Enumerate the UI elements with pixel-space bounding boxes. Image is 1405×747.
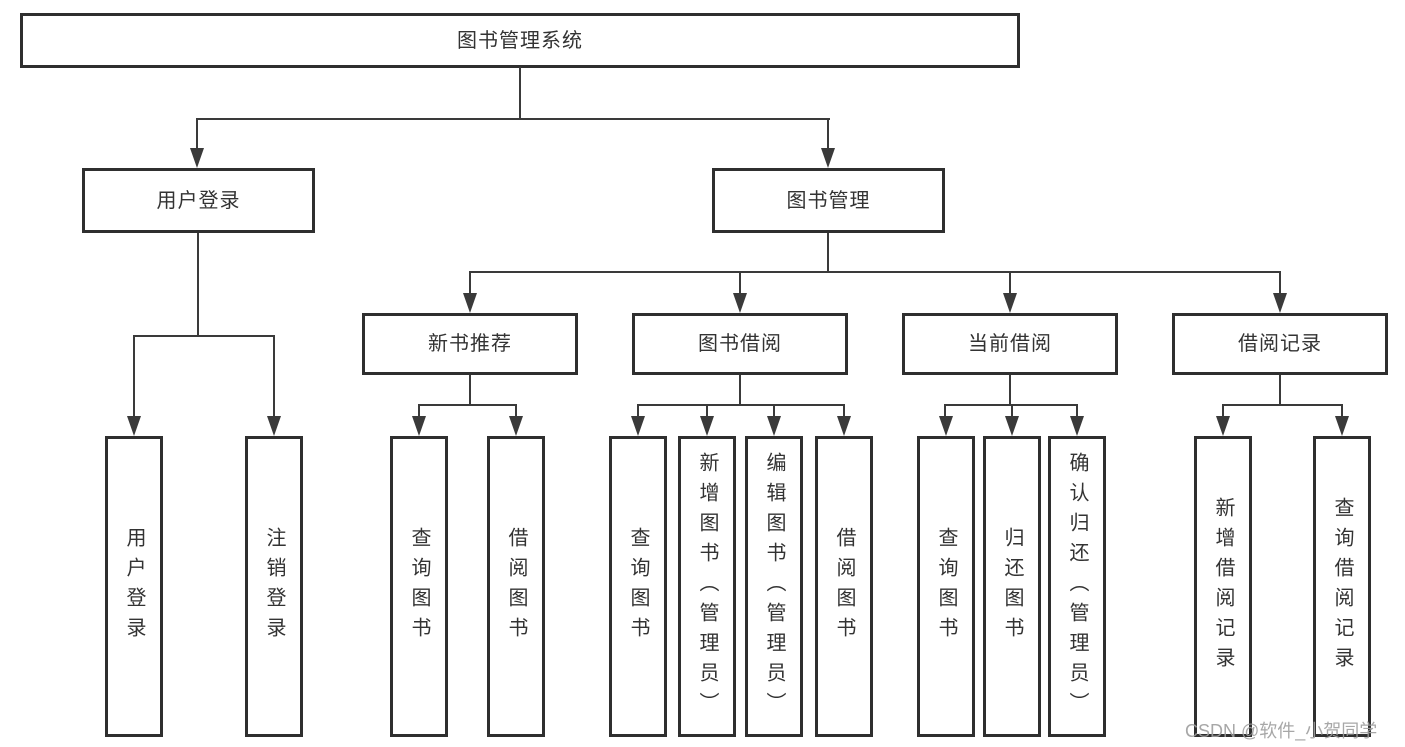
connector-root-drop-right bbox=[827, 118, 829, 150]
connector-book-mgmt-stem bbox=[827, 233, 829, 273]
arrow-down-icon bbox=[267, 416, 281, 436]
connector-section2-drop-1 bbox=[944, 404, 946, 418]
arrow-down-icon bbox=[837, 416, 851, 436]
node-user-login: 用户登录 bbox=[82, 168, 315, 233]
arrow-down-icon bbox=[509, 416, 523, 436]
arrow-down-icon bbox=[821, 148, 835, 168]
node-query-books-current: 查询图书 bbox=[917, 436, 975, 737]
connector-section1-drop-2 bbox=[706, 404, 708, 418]
connector-section1-stem bbox=[739, 375, 741, 405]
connector-root-drop-left bbox=[196, 118, 198, 150]
connector-section1-drop-4 bbox=[843, 404, 845, 418]
node-new-book-recommendation: 新书推荐 bbox=[362, 313, 578, 375]
arrow-down-icon bbox=[939, 416, 953, 436]
node-book-borrowing: 图书借阅 bbox=[632, 313, 848, 375]
arrow-down-icon bbox=[463, 293, 477, 313]
arrow-down-icon bbox=[1070, 416, 1084, 436]
connector-section3-drop-1 bbox=[1222, 404, 1224, 418]
arrow-down-icon bbox=[767, 416, 781, 436]
arrow-down-icon bbox=[1335, 416, 1349, 436]
connector-section1-drop-3 bbox=[773, 404, 775, 418]
connector-book-mgmt-drop-1 bbox=[469, 271, 471, 295]
connector-user-login-stem bbox=[197, 233, 199, 336]
node-query-books-borrowing: 查询图书 bbox=[609, 436, 667, 737]
arrow-down-icon bbox=[1273, 293, 1287, 313]
connector-user-login-drop-2 bbox=[273, 335, 275, 417]
connector-section3-drop-2 bbox=[1341, 404, 1343, 418]
node-borrow-books-borrowing: 借阅图书 bbox=[815, 436, 873, 737]
connector-user-login-drop-1 bbox=[133, 335, 135, 417]
node-query-borrow-record: 查询借阅记录 bbox=[1313, 436, 1371, 737]
node-book-management: 图书管理 bbox=[712, 168, 945, 233]
node-edit-book-admin: 编辑图书（管理员） bbox=[745, 436, 803, 737]
connector-section2-stem bbox=[1009, 375, 1011, 405]
node-add-borrow-record: 新增借阅记录 bbox=[1194, 436, 1252, 737]
connector-section3-stem bbox=[1279, 375, 1281, 405]
arrow-down-icon bbox=[733, 293, 747, 313]
arrow-down-icon bbox=[1005, 416, 1019, 436]
arrow-down-icon bbox=[190, 148, 204, 168]
node-current-borrowing: 当前借阅 bbox=[902, 313, 1118, 375]
arrow-down-icon bbox=[1216, 416, 1230, 436]
node-user-login-leaf: 用户登录 bbox=[105, 436, 163, 737]
connector-book-mgmt-drop-4 bbox=[1279, 271, 1281, 295]
arrow-down-icon bbox=[127, 416, 141, 436]
connector-section2-drop-3 bbox=[1076, 404, 1078, 418]
connector-section0-stem bbox=[469, 375, 471, 405]
connector-section3-horizontal bbox=[1222, 404, 1343, 406]
node-add-book-admin: 新增图书（管理员） bbox=[678, 436, 736, 737]
node-borrow-books-recommend: 借阅图书 bbox=[487, 436, 545, 737]
connector-section0-drop-2 bbox=[515, 404, 517, 418]
node-borrowing-records: 借阅记录 bbox=[1172, 313, 1388, 375]
connector-user-login-horizontal bbox=[133, 335, 275, 337]
arrow-down-icon bbox=[631, 416, 645, 436]
connector-section0-drop-1 bbox=[418, 404, 420, 418]
csdn-watermark: CSDN @软件_小贺同学 bbox=[1185, 721, 1378, 741]
node-confirm-return-admin: 确认归还（管理员） bbox=[1048, 436, 1106, 737]
connector-book-mgmt-drop-2 bbox=[739, 271, 741, 295]
connector-section0-horizontal bbox=[418, 404, 517, 406]
connector-book-mgmt-drop-3 bbox=[1009, 271, 1011, 295]
connector-root-stem bbox=[519, 67, 521, 120]
node-logout: 注销登录 bbox=[245, 436, 303, 737]
arrow-down-icon bbox=[700, 416, 714, 436]
connector-book-mgmt-horizontal bbox=[469, 271, 1281, 273]
arrow-down-icon bbox=[412, 416, 426, 436]
connector-section1-horizontal bbox=[637, 404, 845, 406]
node-return-books: 归还图书 bbox=[983, 436, 1041, 737]
node-library-management-system: 图书管理系统 bbox=[20, 13, 1020, 68]
connector-section1-drop-1 bbox=[637, 404, 639, 418]
node-query-books-recommend: 查询图书 bbox=[390, 436, 448, 737]
connector-section2-drop-2 bbox=[1011, 404, 1013, 418]
connector-root-horizontal bbox=[196, 118, 830, 120]
arrow-down-icon bbox=[1003, 293, 1017, 313]
